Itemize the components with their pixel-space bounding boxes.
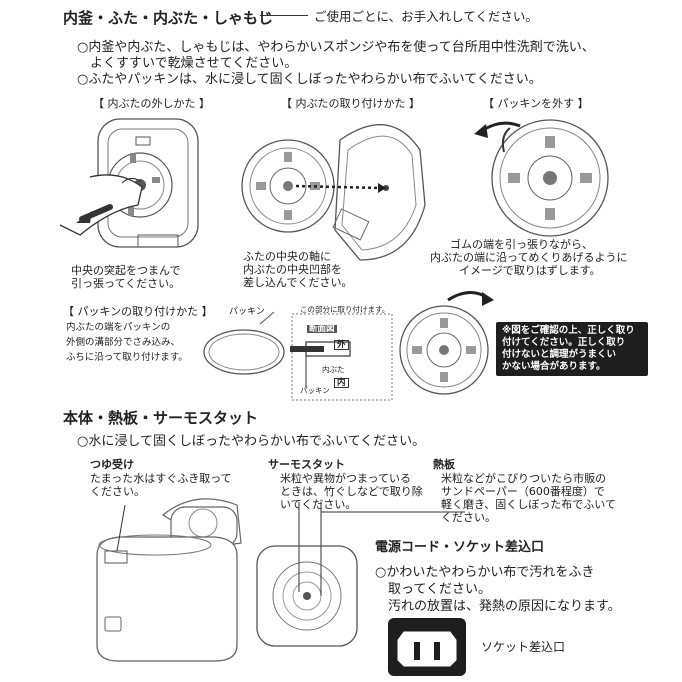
inner-lid-label: 内ぶた [322,365,345,374]
outer-label: 外 [334,340,349,350]
thermo-title: サーモスタット [268,458,345,471]
power-cord-line1: ○かわいたやわらかい布で汚れをふき [375,565,595,580]
attach-caption-1: ふたの中央の軸に [243,250,331,263]
power-cord-line2: 取ってください。 [388,582,491,597]
thermo-line2: ときは、竹ぐしなどで取り除 [280,485,423,498]
plate-line3: 軽く磨き、固くしぼった布でふいて [441,498,616,511]
warning-note: ※図をご確認の上、正しく取り 付けてください。正しく取り 付けないと調理がうまく… [496,322,648,376]
packing-remove-caption-3: イメージで取りはずします。 [459,264,601,277]
section-note: この部分に取り付けます。 [300,305,390,314]
socket-illustration [388,618,466,676]
packing-small-label: パッキン [300,386,330,395]
warning-line4: かない場合があります。 [502,361,606,372]
packing-ring-label: パッキン [229,307,265,317]
socket-label: ソケット差込口 [481,640,566,654]
fig-packing-remove-title: 【 パッキンを外す 】 [483,97,589,110]
packing-remove-caption-2: 内ぶたの端に沿ってめくりあげるように [430,251,628,264]
attach-packing-lid-illustration [399,291,494,395]
tsuyu-line2: ください。 [90,485,145,498]
heating-plate-illustration [256,502,465,647]
bullet-wash-line2: よくすすいで乾燥させてください。 [90,56,298,71]
packing-attach-line3: ふちに沿って取り付けます。 [66,352,188,363]
plate-line2: サンドペーパー（600番程度）で [441,485,605,498]
plate-line1: 米粒などがこびりついたら市販の [441,472,607,485]
fig-remove-title: 【 内ぶたの外しかた 】 [93,97,210,110]
packing-remove-caption-1: ゴムの端を引っ張りながら、 [450,238,593,251]
attach-caption-3: 差し込んでください。 [243,276,353,289]
thermo-line1: 米粒や異物がつまっている [280,472,412,485]
warning-line3: 付けないと調理がうまくい [502,349,617,360]
section-title-power-cord: 電源コード・ソケット差込口 [375,540,545,555]
fig-attach-title: 【 内ぶたの取り付けかた 】 [281,97,420,110]
bullet-wash-line1: ○内釜や内ぶた、しゃもじは、やわらかいスポンジや布を使って台所用中性洗剤で洗い、 [77,40,595,55]
section-title-body: 本体・熱板・サーモスタット [63,409,259,427]
rice-cooker-body-illustration [96,498,242,662]
attach-caption-2: 内ぶたの中央凹部を [243,263,342,276]
section-label: 断面図 [307,324,337,334]
bullet-body-wipe: ○水に浸して固くしぼったやわらかい布でふいてください。 [77,434,426,449]
plate-title: 熱板 [433,458,455,471]
warning-line1: ※図をご確認の上、正しく取り [502,325,635,336]
remove-inner-lid-illustration [59,118,199,248]
section-subtitle: ご使用ごとに、お手入れしてください。 [314,9,538,24]
tsuyu-line1: たまった水はすぐふき取って [90,472,232,485]
title-rule [260,15,308,16]
remove-packing-illustration [474,119,609,237]
packing-attach-line1: 内ぶたの端をパッキンの [66,322,171,333]
packing-attach-line2: 外側の溝部分でさみ込み、 [66,337,181,348]
packing-ring-illustration [203,311,285,375]
packing-attach-title: 【 パッキンの取り付けかた 】 [63,305,213,318]
remove-caption-2: 引っ張ってください。 [71,277,181,290]
section-title-inner-pot: 内釜・ふた・内ぶた・しゃもじ [63,9,274,27]
bullet-wipe: ○ふたやパッキンは、水に浸して固くしぼったやわらかい布でふいてください。 [77,72,542,87]
plate-line4: ください。 [441,511,496,524]
attach-inner-lid-illustration [241,124,426,261]
remove-caption-1: 中央の突起をつまんで [71,264,181,277]
power-cord-line3: 汚れの放置は、発熱の原因になります。 [388,599,621,614]
warning-line2: 付けてください。正しく取り [502,337,626,348]
tsuyu-title: つゆ受け [90,458,134,471]
inner-label: 内 [334,378,349,388]
